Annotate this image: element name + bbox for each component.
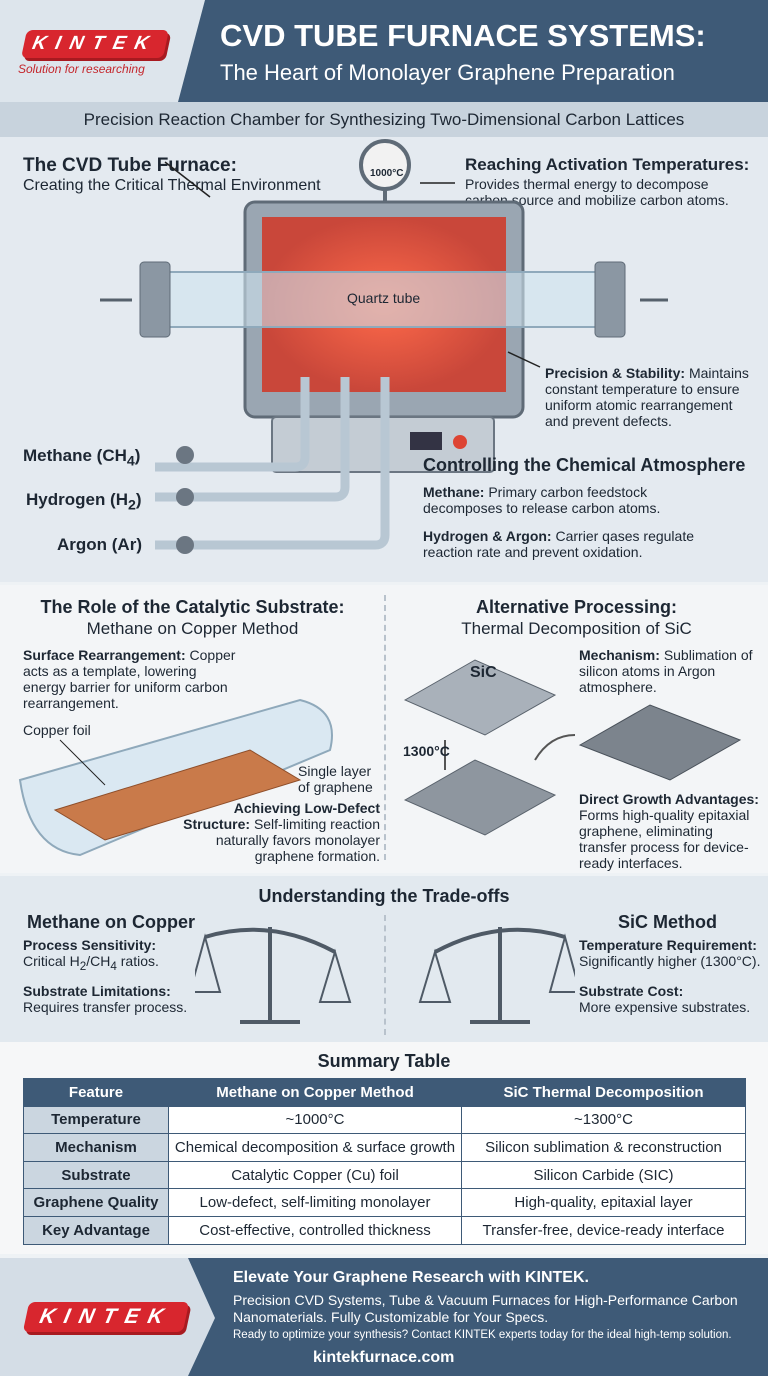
substrate-subtitle: Methane on Copper Method: [86, 619, 299, 638]
valve-icon: [176, 536, 194, 554]
sic-chip: [403, 659, 557, 736]
atmosphere-title: Controlling the Chemical Atmosphere: [423, 455, 746, 475]
table-header: SiC Thermal Decomposition: [461, 1078, 746, 1107]
page-subtitle: The Heart of Monolayer Graphene Preparat…: [220, 60, 675, 85]
furnace-title: The CVD Tube Furnace:: [23, 155, 237, 176]
curved-arrow: [534, 734, 576, 761]
page-title: CVD TUBE FURNACE SYSTEMS:: [220, 18, 706, 53]
tradeoffs-title: Understanding the Trade-offs: [258, 886, 510, 906]
mechanism-text: Mechanism: Sublimation of silicon atoms …: [579, 647, 753, 695]
quartz-tube: [149, 271, 616, 328]
control-display: [410, 432, 442, 450]
table-header: Methane on Copper Method: [168, 1078, 462, 1107]
sic-temperature: 1300°C: [403, 743, 450, 759]
furnace-diagram: [100, 139, 668, 554]
divider: [384, 915, 386, 1035]
copper-foil-label: Copper foil: [23, 722, 91, 738]
valve-icon: [176, 488, 194, 506]
banner: Precision Reaction Chamber for Synthesiz…: [0, 102, 768, 137]
activation-text: Provides thermal energy to decompose car…: [465, 176, 729, 208]
copper-foil: [53, 749, 302, 841]
methane-text: Methane: Primary carbon feedstock decomp…: [423, 484, 661, 516]
low-defect-text: Achieving Low-Defect Structure: Self-lim…: [183, 800, 380, 864]
epitaxial-graphene: [578, 704, 742, 781]
quartz-tube-label: Quartz tube: [347, 290, 421, 306]
summary-title: Summary Table: [317, 1051, 451, 1071]
footer-headline: Elevate Your Graphene Research with KINT…: [233, 1269, 589, 1286]
direct-growth-text: Direct Growth Advantages: Forms high-qua…: [579, 791, 759, 871]
sic-tradeoff-title: SiC Method: [618, 912, 717, 932]
gas-lines: [155, 377, 390, 550]
pointer-line: [164, 161, 211, 198]
valve-icon: [176, 446, 194, 464]
activation-title: Reaching Activation Temperatures:: [465, 155, 750, 174]
gauge-reading: 1000°C: [370, 168, 404, 179]
precision-text: Precision & Stability: Maintains constan…: [545, 365, 755, 429]
website-link[interactable]: kintekfurnace.com: [313, 1349, 455, 1366]
gas-label-methane: Methane (CH4): [23, 446, 141, 470]
surface-rearrangement: Surface Rearrangement: Copper acts as a …: [23, 647, 236, 711]
control-knob: [453, 435, 467, 449]
logo-tagline: Solution for researching: [18, 62, 145, 76]
kintek-logo: KINTEK: [21, 30, 169, 58]
sic-diagram: [403, 659, 742, 836]
divider: [384, 595, 386, 860]
footer-text: Precision CVD Systems, Tube & Vacuum Fur…: [233, 1292, 738, 1325]
furnace-subtitle: Creating the Critical Thermal Environmen…: [23, 177, 321, 194]
table-header: Feature: [23, 1078, 169, 1107]
copper-foil-diagram: [18, 698, 333, 857]
scale-icon: [195, 927, 352, 1024]
balance-scales: [195, 927, 575, 1024]
right-flange: [594, 261, 626, 338]
precision-title: Precision & Stability:: [545, 365, 686, 381]
temperature-requirement: Temperature Requirement:Significantly hi…: [579, 937, 761, 969]
footer-cta: Ready to optimize your synthesis? Contac…: [233, 1329, 732, 1341]
carrier-gas-text: Hydrogen & Argon: Carrier qases regulate…: [423, 528, 694, 560]
left-flange: [139, 261, 171, 338]
sic-chip-label: SiC: [470, 664, 497, 681]
temperature-gauge: [359, 139, 411, 191]
table-row: Temperature~1000°C~1300°C: [23, 1105, 746, 1135]
header-title-panel: [178, 0, 768, 102]
footer-panel: [188, 1258, 768, 1376]
graphene-layer-label: Single layer of graphene: [298, 763, 373, 795]
substrate-limitations: Substrate Limitations:Requires transfer …: [23, 983, 188, 1015]
gas-label-argon: Argon (Ar): [57, 535, 142, 554]
substrate-cost: Substrate Cost:More expensive substrates…: [579, 983, 751, 1015]
process-sensitivity: Process Sensitivity:Critical H2/CH4 rati…: [23, 937, 159, 973]
gas-label-hydrogen: Hydrogen (H2): [26, 490, 142, 514]
sic-title: Alternative Processing:: [475, 597, 678, 617]
sic-decomposed: [403, 759, 557, 836]
substrate-title: The Role of the Catalytic Substrate:: [40, 597, 345, 617]
copper-tradeoff-title: Methane on Copper: [27, 912, 196, 932]
precision-body: Maintains constant temperature to ensure…: [545, 365, 749, 429]
sic-subtitle: Thermal Decomposition of SiC: [461, 619, 692, 638]
footer-kintek-logo: KINTEK: [22, 1302, 190, 1332]
scale-icon: [418, 927, 575, 1024]
